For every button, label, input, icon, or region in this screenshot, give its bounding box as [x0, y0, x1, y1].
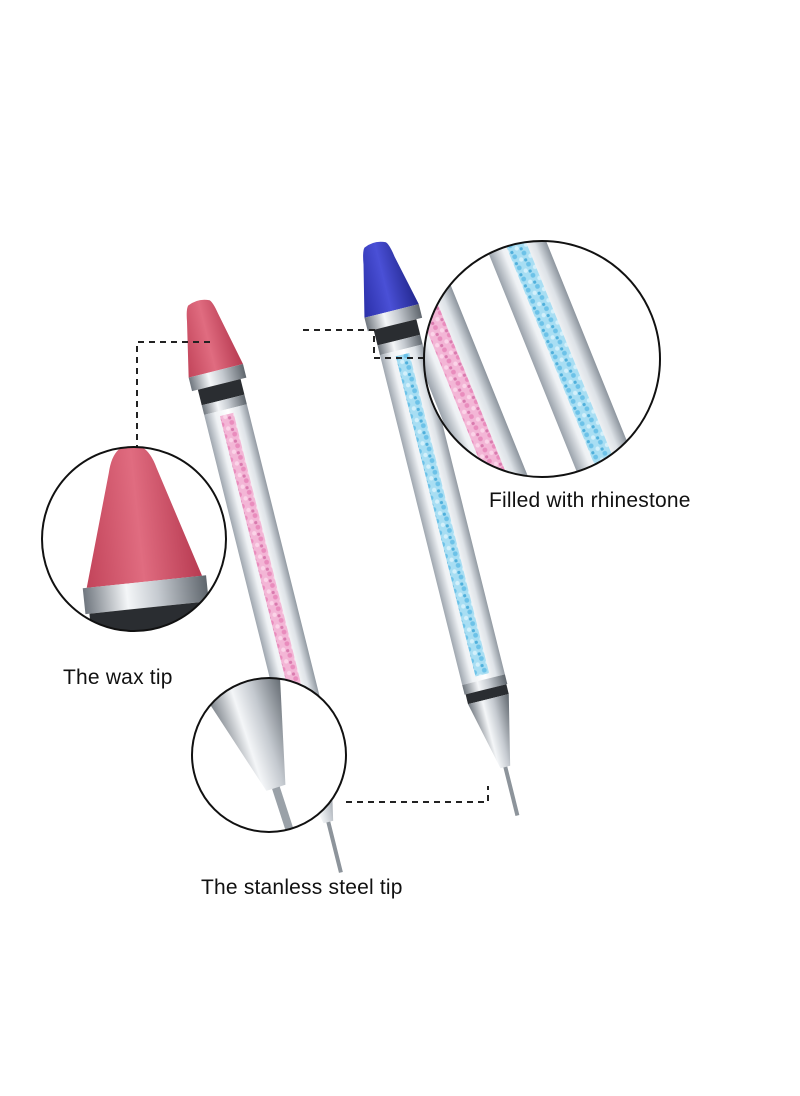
caption-steel-tip: The stanless steel tip [201, 876, 403, 899]
caption-wax-tip: The wax tip [63, 666, 173, 689]
zoom-circle-rhinestone [423, 240, 661, 478]
zoom-circle-wax [41, 446, 227, 632]
caption-rhinestone: Filled with rhinestone [489, 489, 691, 512]
pen-blue-icon [363, 241, 520, 816]
callout-lines [136, 329, 489, 803]
